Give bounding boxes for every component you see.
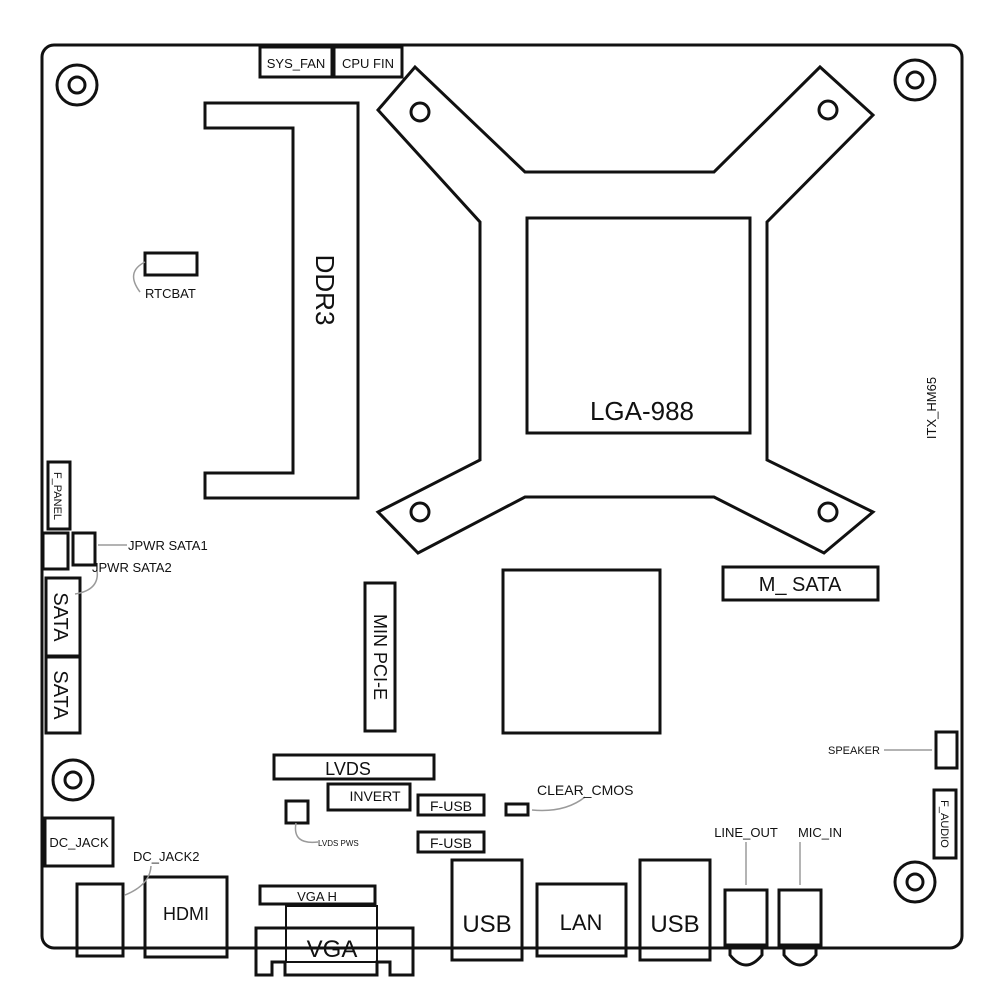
f-usb-1-label: F-USB — [430, 798, 472, 814]
rtcbat-connector — [143, 251, 199, 277]
m-sata-label: M_ SATA — [759, 574, 842, 596]
jpwr-sata1-label: JPWR SATA1 — [128, 538, 208, 553]
bracket-hole-tl — [409, 101, 431, 123]
invert-connector — [326, 782, 412, 812]
vga-port — [254, 926, 415, 977]
sata-2-label: SATA — [49, 670, 71, 720]
speaker-header — [934, 730, 959, 770]
jpwr-sata2-leader — [74, 569, 99, 595]
mic-in-jack — [777, 888, 823, 967]
lga-label: LGA-988 — [590, 396, 694, 426]
min-pcie-slot — [363, 581, 397, 733]
dc-jack — [43, 816, 115, 868]
min-pcie-label: MIN PCI-E — [370, 614, 390, 700]
lvds-pws-label: LVDS PWS — [318, 839, 359, 848]
f-panel-header — [46, 460, 72, 531]
mic-in-label: MIC_IN — [798, 825, 842, 840]
f-audio-label: F_AUDIO — [938, 800, 950, 848]
usb-port-1 — [450, 858, 524, 962]
lga-socket — [525, 216, 752, 435]
clear-cmos-jumper — [504, 802, 530, 817]
sys-fan-header — [258, 45, 334, 79]
lvds-label: LVDS — [325, 759, 371, 779]
ddr3-slot — [203, 101, 360, 500]
f-usb-header-2 — [416, 830, 486, 854]
f-panel-label: F_PANEL — [51, 472, 63, 520]
jpwr-sata1-connector — [71, 531, 97, 567]
sata-port-2 — [44, 655, 82, 735]
line-out-label: LINE_OUT — [714, 825, 778, 840]
clear-cmos-label: CLEAR_CMOS — [537, 782, 633, 798]
m-sata-slot — [721, 565, 880, 602]
rtcbat-label: RTCBAT — [145, 286, 196, 301]
dc-jack2-label: DC_JACK2 — [133, 849, 199, 864]
f-usb-header-1 — [416, 793, 486, 817]
lan-label: LAN — [560, 910, 603, 935]
usb-port-2 — [638, 858, 712, 962]
dc-jack2-leader — [124, 865, 152, 896]
sata-1-label: SATA — [49, 592, 71, 642]
cpu-heatsink-bracket — [375, 64, 876, 555]
clear-cmos-leader — [531, 796, 586, 812]
mounting-hole-top-left — [55, 63, 99, 107]
f-usb-2-label: F-USB — [430, 835, 472, 851]
dc-jack2 — [75, 882, 125, 958]
lvds-pws-connector — [284, 799, 310, 825]
mounting-hole-right-lower — [893, 860, 937, 904]
rtcbat-leader — [132, 261, 146, 293]
board-model-label: ITX_HM65 — [924, 377, 939, 439]
vga-label: VGA — [307, 936, 358, 963]
cpu-fin-header — [332, 45, 404, 79]
hdmi-label: HDMI — [163, 904, 209, 924]
sys-fan-label: SYS_FAN — [267, 56, 326, 71]
lvds-connector — [272, 753, 436, 781]
jpwr-sata2-connector — [41, 531, 70, 571]
bracket-hole-br — [817, 501, 839, 523]
ddr3-label: DDR3 — [310, 255, 340, 326]
bracket-hole-tr — [817, 99, 839, 121]
usb-2-label: USB — [650, 911, 699, 938]
lan-port — [535, 882, 628, 958]
vga-header — [258, 884, 377, 906]
cpu-fin-label: CPU FIN — [342, 56, 394, 71]
pch-chip — [501, 568, 662, 735]
vga-port-inner — [285, 905, 378, 963]
usb-1-label: USB — [462, 911, 511, 938]
speaker-label: SPEAKER — [828, 745, 880, 757]
bracket-hole-bl — [409, 501, 431, 523]
vga-h-label: VGA H — [297, 889, 337, 904]
invert-label: INVERT — [349, 788, 401, 804]
mounting-hole-top-right — [893, 58, 937, 102]
jpwr-sata2-label: JPWR SATA2 — [92, 560, 172, 575]
line-out-jack — [723, 888, 769, 967]
board-outline — [40, 43, 964, 950]
hdmi-port — [143, 875, 229, 959]
f-audio-header — [932, 788, 958, 860]
dc-jack-label: DC_JACK — [49, 835, 109, 850]
lvds-pws-leader — [294, 822, 319, 844]
mounting-hole-left-lower — [51, 758, 95, 802]
